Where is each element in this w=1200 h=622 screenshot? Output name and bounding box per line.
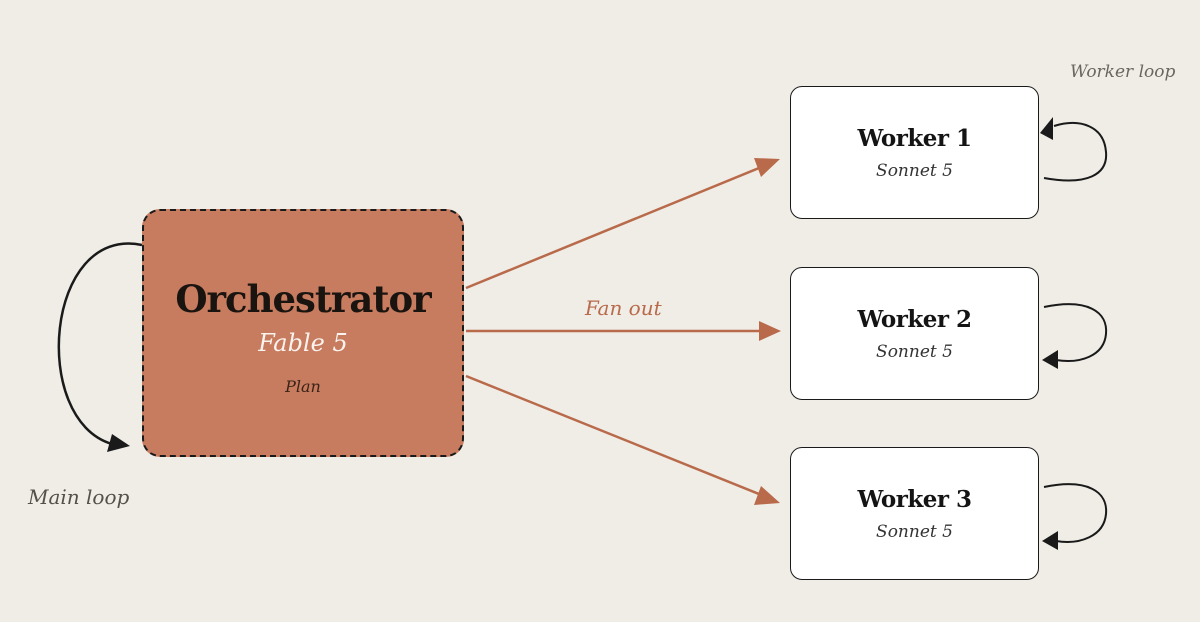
worker-model: Sonnet 5	[876, 161, 953, 181]
orchestrator-node: Orchestrator Fable 5 Plan	[142, 209, 464, 457]
worker-title: Worker 1	[857, 125, 972, 152]
worker-node-2: Worker 2 Sonnet 5	[790, 267, 1039, 400]
worker-title: Worker 3	[857, 486, 972, 513]
worker-node-1: Worker 1 Sonnet 5	[790, 86, 1039, 219]
orchestrator-subtitle: Plan	[285, 377, 321, 396]
orchestrator-title: Orchestrator	[175, 277, 431, 321]
worker-2-loop-arrow	[1043, 303, 1108, 362]
fan-out-arrowhead-worker-1	[754, 158, 780, 177]
fan-out-arrow-worker-3	[465, 374, 765, 498]
fan-out-arrowhead-worker-3	[754, 486, 780, 505]
worker-1-loop-arrowhead	[1040, 117, 1053, 140]
worker-3-loop-arrowhead	[1042, 531, 1058, 550]
worker-1-loop-arrow	[1043, 122, 1108, 182]
fan-out-label: Fan out	[585, 296, 662, 320]
worker-3-loop-arrow	[1043, 483, 1108, 543]
worker-2-loop-arrowhead	[1042, 350, 1058, 369]
worker-title: Worker 2	[857, 306, 972, 333]
worker-loop-label: Worker loop	[1070, 62, 1176, 82]
main-loop-label: Main loop	[28, 485, 130, 509]
fan-out-arrowhead-worker-2	[759, 321, 781, 341]
orchestrator-model: Fable 5	[258, 329, 348, 357]
worker-model: Sonnet 5	[876, 342, 953, 362]
main-loop-arrowhead	[107, 434, 130, 452]
main-loop-arrow	[57, 242, 143, 446]
worker-model: Sonnet 5	[876, 522, 953, 542]
worker-node-3: Worker 3 Sonnet 5	[790, 447, 1039, 580]
fan-out-arrow-worker-1	[465, 164, 765, 290]
